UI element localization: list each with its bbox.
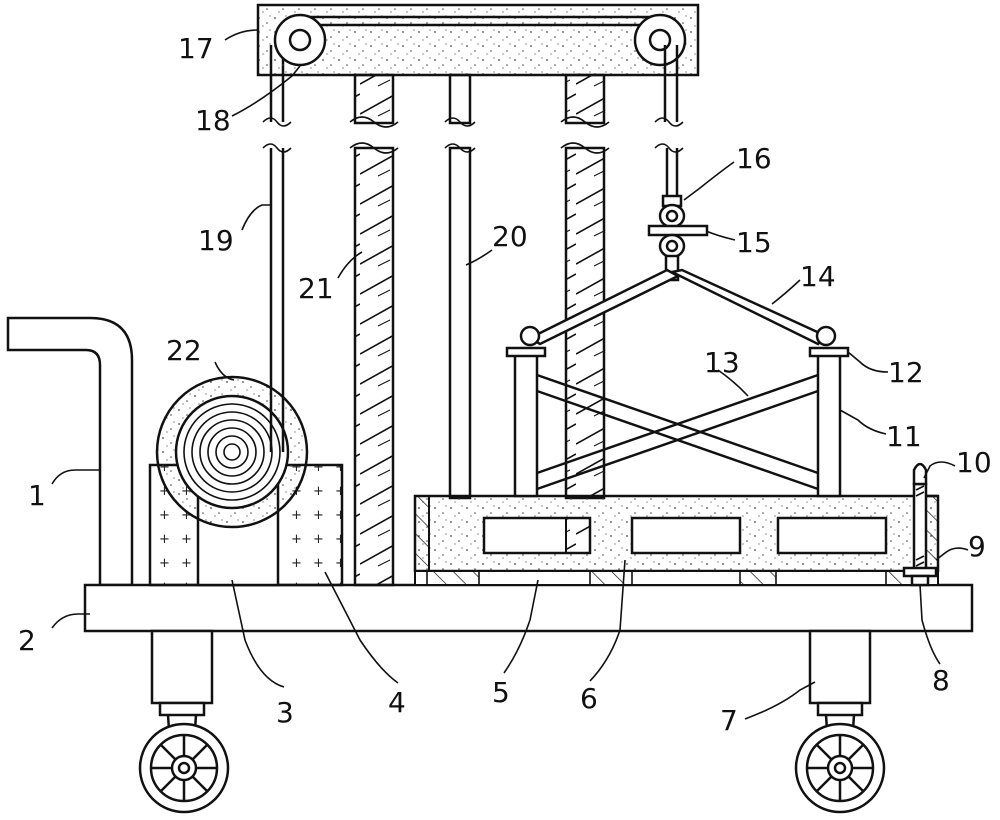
label-20: 20	[492, 220, 528, 253]
frame-posts	[505, 346, 850, 498]
label-12: 12	[888, 356, 924, 389]
hook-assembly	[647, 194, 709, 282]
push-handle	[6, 316, 134, 587]
winding-drum	[155, 375, 309, 529]
break-marks	[262, 116, 684, 154]
label-8: 8	[932, 664, 950, 697]
label-21: 21	[298, 272, 334, 305]
screw-column-left	[353, 73, 395, 587]
label-3: 3	[276, 696, 294, 729]
label-17: 17	[178, 32, 214, 65]
label-14: 14	[800, 260, 836, 293]
label-6: 6	[580, 682, 598, 715]
label-9: 9	[968, 530, 986, 563]
label-19: 19	[198, 224, 234, 257]
label-16: 16	[736, 142, 772, 175]
label-10: 10	[956, 446, 992, 479]
label-2: 2	[18, 624, 36, 657]
screw-column-right	[564, 73, 606, 500]
label-7: 7	[720, 704, 738, 737]
label-18: 18	[195, 104, 231, 137]
label-4: 4	[388, 686, 406, 719]
label-11: 11	[886, 420, 922, 453]
latch-assembly	[902, 462, 938, 587]
label-15: 15	[736, 226, 772, 259]
label-5: 5	[492, 676, 510, 709]
guide-rod	[448, 73, 472, 500]
carrier-box	[413, 494, 940, 573]
leader-lines	[51, 29, 969, 720]
callout-labels: 1 2 3 4 5 6 7 8 9 10 11 12 13 14 15 16 1…	[18, 32, 992, 737]
cross-braces	[536, 373, 819, 491]
label-13: 13	[704, 346, 740, 379]
hook-rope	[663, 45, 679, 198]
slide-rail	[414, 570, 939, 586]
top-beam	[256, 3, 700, 77]
caster-left	[138, 629, 230, 814]
pulley-right	[633, 13, 687, 67]
pulley-left	[273, 13, 327, 67]
label-1: 1	[28, 479, 46, 512]
label-22: 22	[166, 334, 202, 367]
caster-right	[794, 629, 886, 814]
sling-bars	[519, 268, 837, 347]
